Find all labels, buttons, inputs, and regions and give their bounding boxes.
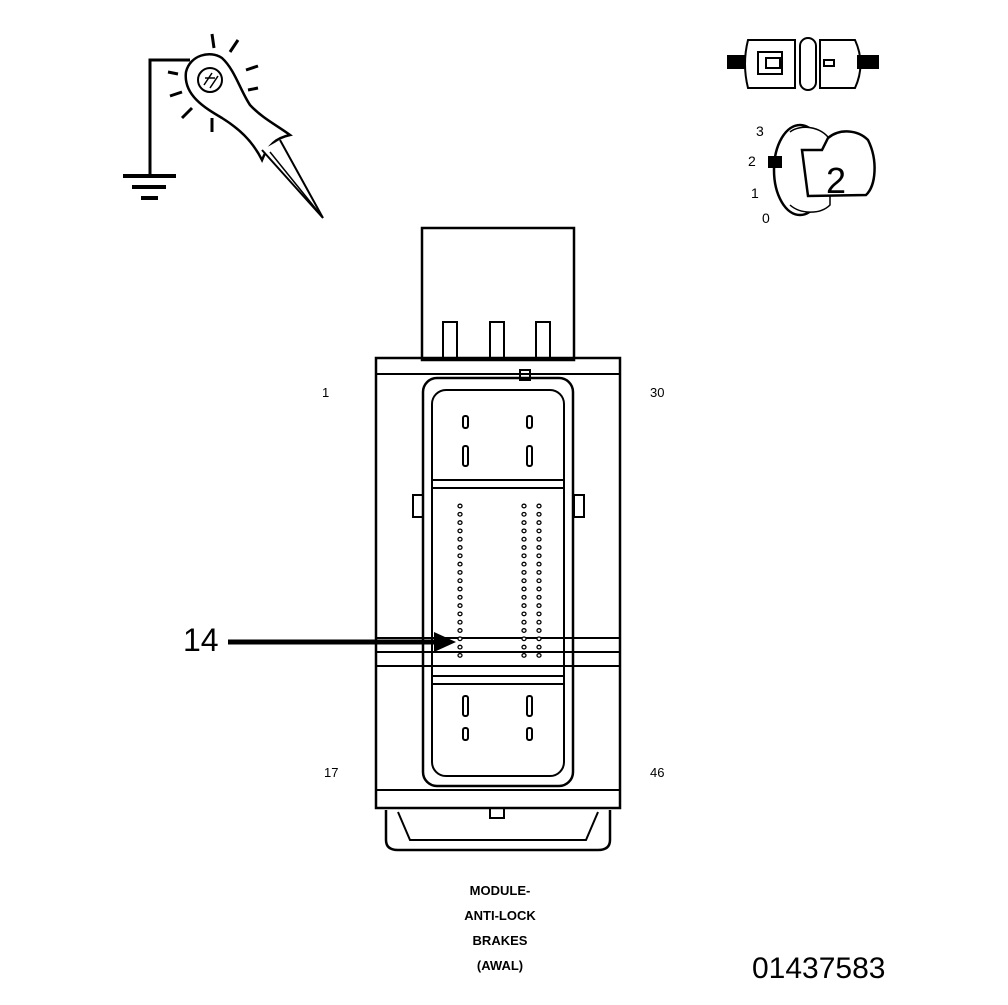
signal-pin <box>536 553 542 559</box>
signal-pin <box>457 636 463 642</box>
figure-id: 01437583 <box>752 952 886 985</box>
signal-pin <box>521 511 527 517</box>
caption-line: ANTI-LOCK <box>464 908 536 923</box>
signal-pin <box>521 578 527 584</box>
signal-pin <box>457 553 463 559</box>
signal-pin <box>521 611 527 617</box>
ignition-position-2: 2 <box>748 153 756 169</box>
signal-pin <box>536 628 542 633</box>
pin-label-bottom-right: 46 <box>650 765 665 780</box>
signal-pin <box>521 636 527 642</box>
pin-label-bottom-left: 17 <box>324 765 339 780</box>
pin-label-top-left: 1 <box>322 385 330 400</box>
signal-pin <box>536 603 542 609</box>
signal-pin <box>536 528 542 534</box>
signal-pin <box>536 652 542 658</box>
signal-pin-array <box>457 503 542 658</box>
signal-pin <box>536 511 542 517</box>
signal-pin <box>536 545 542 550</box>
signal-pin <box>457 594 463 600</box>
signal-pin <box>536 561 542 567</box>
ignition-switch-icon <box>768 123 876 217</box>
signal-pin <box>457 545 463 550</box>
ignition-position-3: 3 <box>756 123 764 139</box>
signal-pin <box>457 511 463 517</box>
signal-pin <box>457 644 463 650</box>
signal-pin <box>457 520 463 526</box>
signal-pin <box>457 628 463 633</box>
signal-pin <box>536 578 542 584</box>
signal-pin <box>521 561 527 567</box>
signal-pin <box>536 569 542 575</box>
signal-pin <box>457 586 463 592</box>
power-pin-slots <box>462 415 533 741</box>
signal-pin <box>521 536 527 542</box>
signal-pin <box>521 644 527 650</box>
signal-pin <box>536 503 542 509</box>
signal-pin <box>521 619 527 625</box>
signal-pin <box>457 569 463 575</box>
pin-callout-label: 14 <box>183 622 219 658</box>
signal-pin <box>536 636 542 642</box>
signal-pin <box>457 561 463 567</box>
component-caption: MODULE- ANTI-LOCK BRAKES (AWAL) <box>400 878 600 978</box>
signal-pin <box>457 619 463 625</box>
pin-callout-arrow <box>228 632 456 652</box>
signal-pin <box>457 603 463 609</box>
test-probe-icon <box>123 33 324 219</box>
connector-housing <box>374 226 622 852</box>
signal-pin <box>536 586 542 592</box>
signal-pin <box>521 503 527 509</box>
caption-line: MODULE- <box>469 883 531 898</box>
connector-disconnect-icon <box>727 37 879 91</box>
caption-line: BRAKES <box>472 933 528 948</box>
ignition-key-number: 2 <box>826 160 847 201</box>
signal-pin <box>521 603 527 609</box>
signal-pin <box>536 536 542 542</box>
signal-pin <box>521 586 527 592</box>
signal-pin <box>521 594 527 600</box>
caption-line: (AWAL) <box>476 958 524 973</box>
signal-pin <box>536 520 542 526</box>
signal-pin <box>457 611 463 617</box>
signal-pin <box>457 503 463 509</box>
signal-pin <box>536 644 542 650</box>
signal-pin <box>536 611 542 617</box>
signal-pin <box>521 652 527 658</box>
signal-pin <box>521 569 527 575</box>
signal-pin <box>457 652 463 658</box>
pin-label-top-right: 30 <box>650 385 665 400</box>
signal-pin <box>457 536 463 542</box>
ignition-position-1: 1 <box>751 185 759 201</box>
signal-pin <box>521 520 527 526</box>
signal-pin <box>536 619 542 625</box>
signal-pin <box>521 545 527 550</box>
signal-pin <box>521 553 527 559</box>
signal-pin <box>521 628 527 633</box>
signal-pin <box>536 594 542 600</box>
signal-pin <box>457 528 463 534</box>
ignition-position-0: 0 <box>762 210 770 226</box>
signal-pin <box>521 528 527 534</box>
signal-pin <box>457 578 463 584</box>
